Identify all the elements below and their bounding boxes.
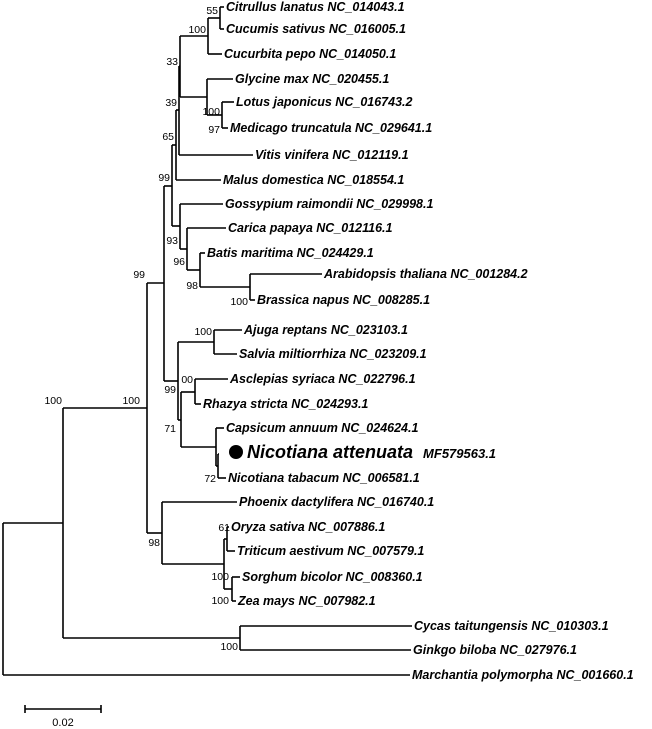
highlighted-taxon-name: Nicotiana attenuata (247, 442, 413, 462)
support-value: 100 (202, 106, 220, 118)
taxon-label: Gossypium raimondii NC_029998.1 (225, 197, 433, 211)
taxon-label: Malus domestica NC_018554.1 (223, 173, 404, 187)
taxon-label: Sorghum bicolor NC_008360.1 (242, 570, 423, 584)
support-value: 100 (122, 395, 140, 407)
taxon-label: Vitis vinifera NC_012119.1 (255, 148, 409, 162)
support-values: 55 100 33 100 97 39 65 99 93 96 98 100 9… (44, 5, 248, 653)
support-value: 39 (165, 97, 177, 109)
taxon-label: Medicago truncatula NC_029641.1 (230, 121, 432, 135)
taxon-label: Zea mays NC_007982.1 (237, 594, 376, 608)
support-value: 99 (133, 269, 145, 281)
support-value: 71 (164, 423, 176, 435)
support-value: 100 (220, 641, 238, 653)
highlighted-taxon-accession: MF579563.1 (423, 446, 496, 461)
taxon-label: Asclepias syriaca NC_022796.1 (229, 372, 416, 386)
support-value: 100 (44, 395, 62, 407)
highlight-marker-icon (229, 445, 243, 459)
taxon-label: Carica papaya NC_012116.1 (228, 221, 393, 235)
taxon-label: Phoenix dactylifera NC_016740.1 (239, 495, 434, 509)
taxon-label: Cucurbita pepo NC_014050.1 (224, 47, 396, 61)
support-value: 65 (162, 131, 174, 143)
support-value: 100 (211, 595, 229, 607)
taxon-label: Cucumis sativus NC_016005.1 (226, 22, 406, 36)
support-value: 97 (208, 124, 220, 136)
taxon-label: Ginkgo biloba NC_027976.1 (413, 643, 577, 657)
scale-bar-label: 0.02 (52, 717, 73, 729)
taxon-label: Marchantia polymorpha NC_001660.1 (412, 668, 634, 682)
support-value: 72 (204, 473, 216, 485)
taxon-label: Ajuga reptans NC_023103.1 (243, 323, 408, 337)
taxon-label: Salvia miltiorrhiza NC_023209.1 (239, 347, 427, 361)
taxon-label: Brassica napus NC_008285.1 (257, 293, 430, 307)
support-value: 99 (158, 172, 170, 184)
support-value: 100 (194, 326, 212, 338)
taxon-label: Citrullus lanatus NC_014043.1 (226, 0, 405, 14)
taxon-label: Nicotiana tabacum NC_006581.1 (228, 471, 420, 485)
taxon-label: Glycine max NC_020455.1 (235, 72, 389, 86)
taxon-label: Arabidopsis thaliana NC_001284.2 (323, 267, 528, 281)
support-value: 96 (173, 256, 185, 268)
taxon-label: Triticum aestivum NC_007579.1 (237, 544, 424, 558)
support-value: 61 (218, 522, 230, 534)
support-value: 93 (166, 235, 178, 247)
highlighted-taxon-label: Nicotiana attenuata MF579563.1 (247, 442, 496, 462)
support-value: 98 (186, 280, 198, 292)
support-value: 33 (166, 56, 178, 68)
support-value: 98 (148, 537, 160, 549)
taxon-label: Lotus japonicus NC_016743.2 (236, 95, 413, 109)
support-value: 00 (181, 374, 193, 386)
taxon-label: Rhazya stricta NC_024293.1 (203, 397, 368, 411)
taxon-label: Oryza sativa NC_007886.1 (231, 520, 385, 534)
support-value: 100 (211, 571, 229, 583)
scale-bar: 0.02 (24, 705, 102, 729)
support-value: 99 (164, 384, 176, 396)
support-value: 100 (230, 296, 248, 308)
support-value: 100 (188, 24, 206, 36)
taxon-label: Batis maritima NC_024429.1 (207, 246, 374, 260)
taxon-label: Cycas taitungensis NC_010303.1 (414, 619, 609, 633)
taxon-labels: Citrullus lanatus NC_014043.1 Cucumis sa… (203, 0, 634, 682)
support-value: 55 (206, 5, 218, 17)
tree-branches (2, 6, 412, 676)
taxon-label: Capsicum annuum NC_024624.1 (226, 421, 418, 435)
